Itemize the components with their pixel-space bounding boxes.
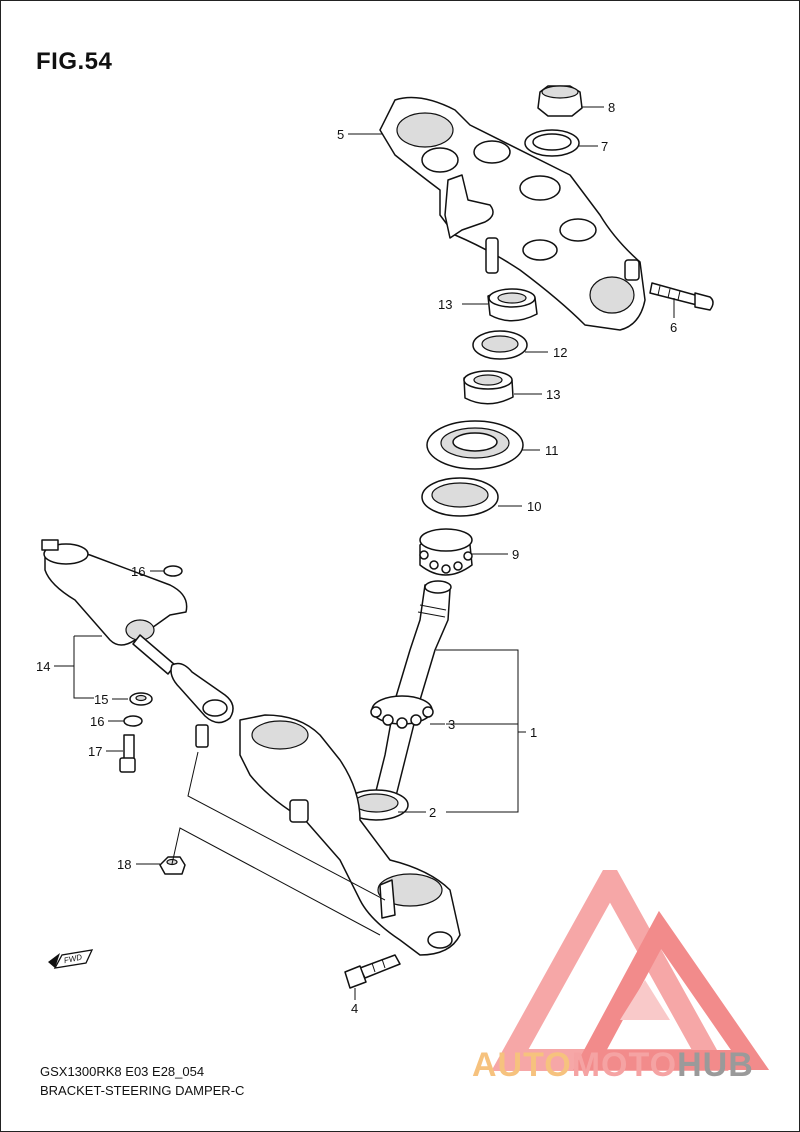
diagram-footer: GSX1300RK8 E03 E28_054 BRACKET-STEERING … — [40, 1062, 244, 1100]
lock-nut-upper-part — [487, 288, 538, 322]
callout-18: 18 — [117, 857, 131, 872]
lock-nut-lower-part — [463, 370, 514, 405]
damper-bush-part — [129, 692, 153, 706]
dust-seal-part — [426, 420, 524, 470]
callout-15: 15 — [94, 692, 108, 707]
callout-5: 5 — [337, 127, 344, 142]
callout-labels: 1 2 3 4 5 6 7 8 9 10 11 12 13 13 14 15 1… — [36, 100, 677, 1016]
lower-bracket-part — [239, 714, 461, 956]
callout-14: 14 — [36, 659, 50, 674]
watermark-logo — [491, 870, 770, 1071]
callout-11: 11 — [545, 443, 559, 458]
callout-8: 8 — [608, 100, 615, 115]
leader-lines — [54, 106, 675, 1000]
steering-stem-part — [374, 580, 452, 801]
model-code-line: GSX1300RK8 E03 E28_054 — [40, 1064, 205, 1079]
watermark-text-part3: HUB — [677, 1046, 754, 1084]
callout-6: 6 — [670, 320, 677, 335]
part-group-name-line: BRACKET-STEERING DAMPER-C — [40, 1083, 245, 1098]
bracket-bolt-part — [344, 954, 401, 989]
callout-17: 17 — [88, 744, 102, 759]
upper-bracket-part — [379, 96, 646, 331]
callout-1: 1 — [530, 725, 537, 740]
watermark-text: AUTOMOTOHUB — [472, 1046, 754, 1085]
callout-9: 9 — [512, 547, 519, 562]
bearing-race-part — [421, 477, 499, 517]
callout-10: 10 — [527, 499, 541, 514]
forward-arrow-icon: FWD — [48, 949, 94, 969]
damper-washer-lower-part — [123, 715, 143, 727]
callout-3: 3 — [448, 717, 455, 732]
lower-bearing-part — [370, 695, 434, 729]
steering-stem-nut-part — [537, 85, 583, 117]
callout-2: 2 — [429, 805, 436, 820]
steering-damper-part — [41, 539, 234, 748]
callout-16-upper: 16 — [131, 564, 145, 579]
callout-12: 12 — [553, 345, 567, 360]
callout-13-upper: 13 — [438, 297, 452, 312]
washer-part — [524, 129, 580, 157]
damper-washer-upper-part — [163, 565, 183, 577]
callout-13-lower: 13 — [546, 387, 560, 402]
damper-bolt-part — [119, 734, 136, 773]
watermark-text-part1: AUTO — [472, 1046, 572, 1084]
figure-title: FIG.54 — [36, 48, 113, 75]
upper-bearing-part — [419, 528, 473, 576]
damper-nut-part — [159, 856, 186, 875]
lock-washer-part — [472, 330, 528, 360]
callout-7: 7 — [601, 139, 608, 154]
watermark-text-part2: MOTO — [571, 1046, 678, 1084]
callout-16-lower: 16 — [90, 714, 104, 729]
forward-arrow-label: FWD — [63, 953, 83, 966]
callout-4: 4 — [351, 1001, 358, 1016]
bolt-part — [649, 282, 714, 311]
